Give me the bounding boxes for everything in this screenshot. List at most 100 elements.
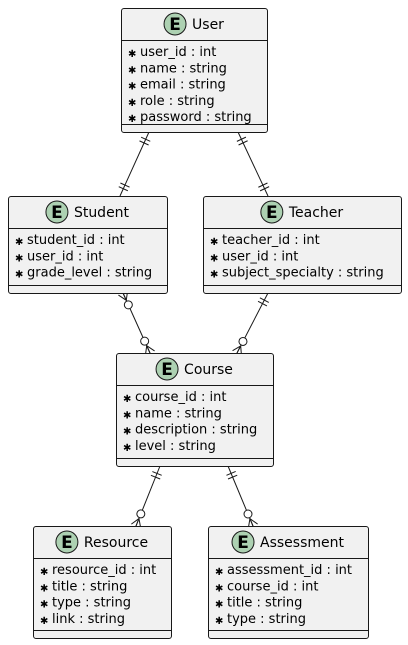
attribute-bullet-icon: ✱ [215, 616, 223, 627]
attribute-bullet-icon: ✱ [128, 49, 136, 60]
attribute-bullet-icon: ✱ [215, 567, 223, 578]
relationship-course-resource [131, 465, 162, 528]
cardinality-bar [227, 474, 238, 480]
entity-box [33, 526, 172, 639]
entity-badge-icon [260, 200, 284, 224]
attribute-text: user_id : int [140, 45, 216, 60]
attribute-bullet-icon: ✱ [215, 600, 223, 611]
entity-user: User E ✱ user_id : int ✱ name : string ✱ email … [121, 8, 268, 133]
cardinality-bar [259, 186, 270, 192]
attribute-text: student_id : int [27, 233, 125, 248]
entity-title: Teacher [288, 205, 344, 221]
relationship-course-assessment [226, 465, 258, 529]
entity-badge-icon [55, 530, 79, 554]
entity-title: Student [74, 205, 130, 221]
cardinality-bar [152, 471, 162, 476]
attribute-bullet-icon: ✱ [123, 427, 131, 438]
attribute-text: type : string [227, 612, 306, 627]
crows-foot [249, 518, 258, 525]
attribute-bullet-icon: ✱ [210, 253, 218, 264]
cardinality-bar [259, 297, 269, 303]
attribute-bullet-icon: ✱ [128, 114, 136, 125]
relationship-user-teacher [236, 131, 270, 197]
entity-box [116, 353, 274, 467]
entity-title: Assessment [260, 535, 344, 551]
attribute-bullet-icon: ✱ [123, 394, 131, 405]
entity-title: User [192, 17, 224, 33]
entity-badge-letter: E [161, 360, 173, 380]
entity-resource: Resource E ✱ resource_id : int ✱ title : stri… [33, 526, 172, 639]
attribute-text: email : string [140, 78, 226, 93]
attribute-text: description : string [135, 423, 257, 438]
attribute-bullet-icon: ✱ [123, 443, 131, 454]
relationship-teacher-course [232, 292, 269, 356]
attribute-bullet-icon: ✱ [40, 600, 48, 611]
crows-foot [131, 518, 140, 525]
entity-box [208, 526, 369, 639]
attribute-text: user_id : int [27, 249, 103, 264]
attribute-bullet-icon: ✱ [210, 270, 218, 281]
attribute-text: subject_specialty : string [222, 266, 384, 281]
attribute-bullet-icon: ✱ [15, 270, 23, 281]
attribute-text: name : string [140, 61, 227, 76]
attribute-bullet-icon: ✱ [40, 616, 48, 627]
attribute-text: name : string [135, 406, 222, 421]
attribute-bullet-icon: ✱ [123, 410, 131, 421]
attribute-bullet-icon: ✱ [128, 82, 136, 93]
attribute-text: level : string [135, 439, 216, 454]
entity-badge-icon [155, 357, 179, 381]
cardinality-bar [258, 182, 268, 188]
zero-circle [140, 336, 150, 346]
crows-foot [146, 345, 155, 352]
cardinality-bar [236, 136, 247, 142]
attribute-text: type : string [52, 596, 131, 611]
entity-badge-letter: E [169, 15, 181, 35]
attribute-bullet-icon: ✱ [128, 98, 136, 109]
crows-foot [236, 345, 242, 354]
cardinality-bar [139, 140, 149, 146]
crows-foot [118, 294, 127, 301]
crows-foot [122, 292, 127, 301]
attribute-bullet-icon: ✱ [15, 237, 23, 248]
relationship-student-course [118, 290, 155, 356]
cardinality-bar [118, 186, 129, 192]
crows-foot [146, 345, 151, 354]
attribute-text: grade_level : string [27, 266, 152, 281]
entity-badge-letter: E [61, 533, 73, 553]
entity-box [121, 8, 268, 133]
attribute-bullet-icon: ✱ [128, 65, 136, 76]
entity-box [203, 196, 402, 294]
cardinality-bar [150, 474, 161, 480]
attribute-text: resource_id : int [52, 563, 156, 578]
attribute-text: title : string [227, 596, 302, 611]
attribute-bullet-icon: ✱ [15, 253, 23, 264]
attribute-text: course_id : int [135, 390, 226, 405]
attribute-bullet-icon: ✱ [40, 583, 48, 594]
attribute-text: course_id : int [227, 579, 318, 594]
zero-circle [243, 509, 253, 519]
entity-badge-letter: E [266, 203, 278, 223]
attribute-bullet-icon: ✱ [40, 567, 48, 578]
cardinality-bar [238, 140, 248, 146]
entity-student: Student E ✱ student_id : int ✱ user_id : int ✱… [8, 196, 168, 294]
relationship-line [237, 131, 269, 197]
attribute-bullet-icon: ✱ [210, 237, 218, 248]
attribute-bullet-icon: ✱ [215, 583, 223, 594]
crows-foot [232, 345, 241, 352]
attribute-text: link : string [52, 612, 125, 627]
cardinality-bar [226, 471, 236, 476]
attribute-text: teacher_id : int [222, 233, 320, 248]
entity-badge-icon [45, 200, 69, 224]
attribute-text: password : string [140, 110, 252, 125]
entity-title: Resource [84, 535, 148, 551]
attribute-text: assessment_id : int [227, 563, 352, 578]
entity-badge-letter: E [51, 203, 63, 223]
cardinality-bar [140, 136, 151, 142]
attribute-text: title : string [52, 579, 127, 594]
crows-foot [249, 518, 254, 527]
cardinality-bar [120, 182, 130, 188]
